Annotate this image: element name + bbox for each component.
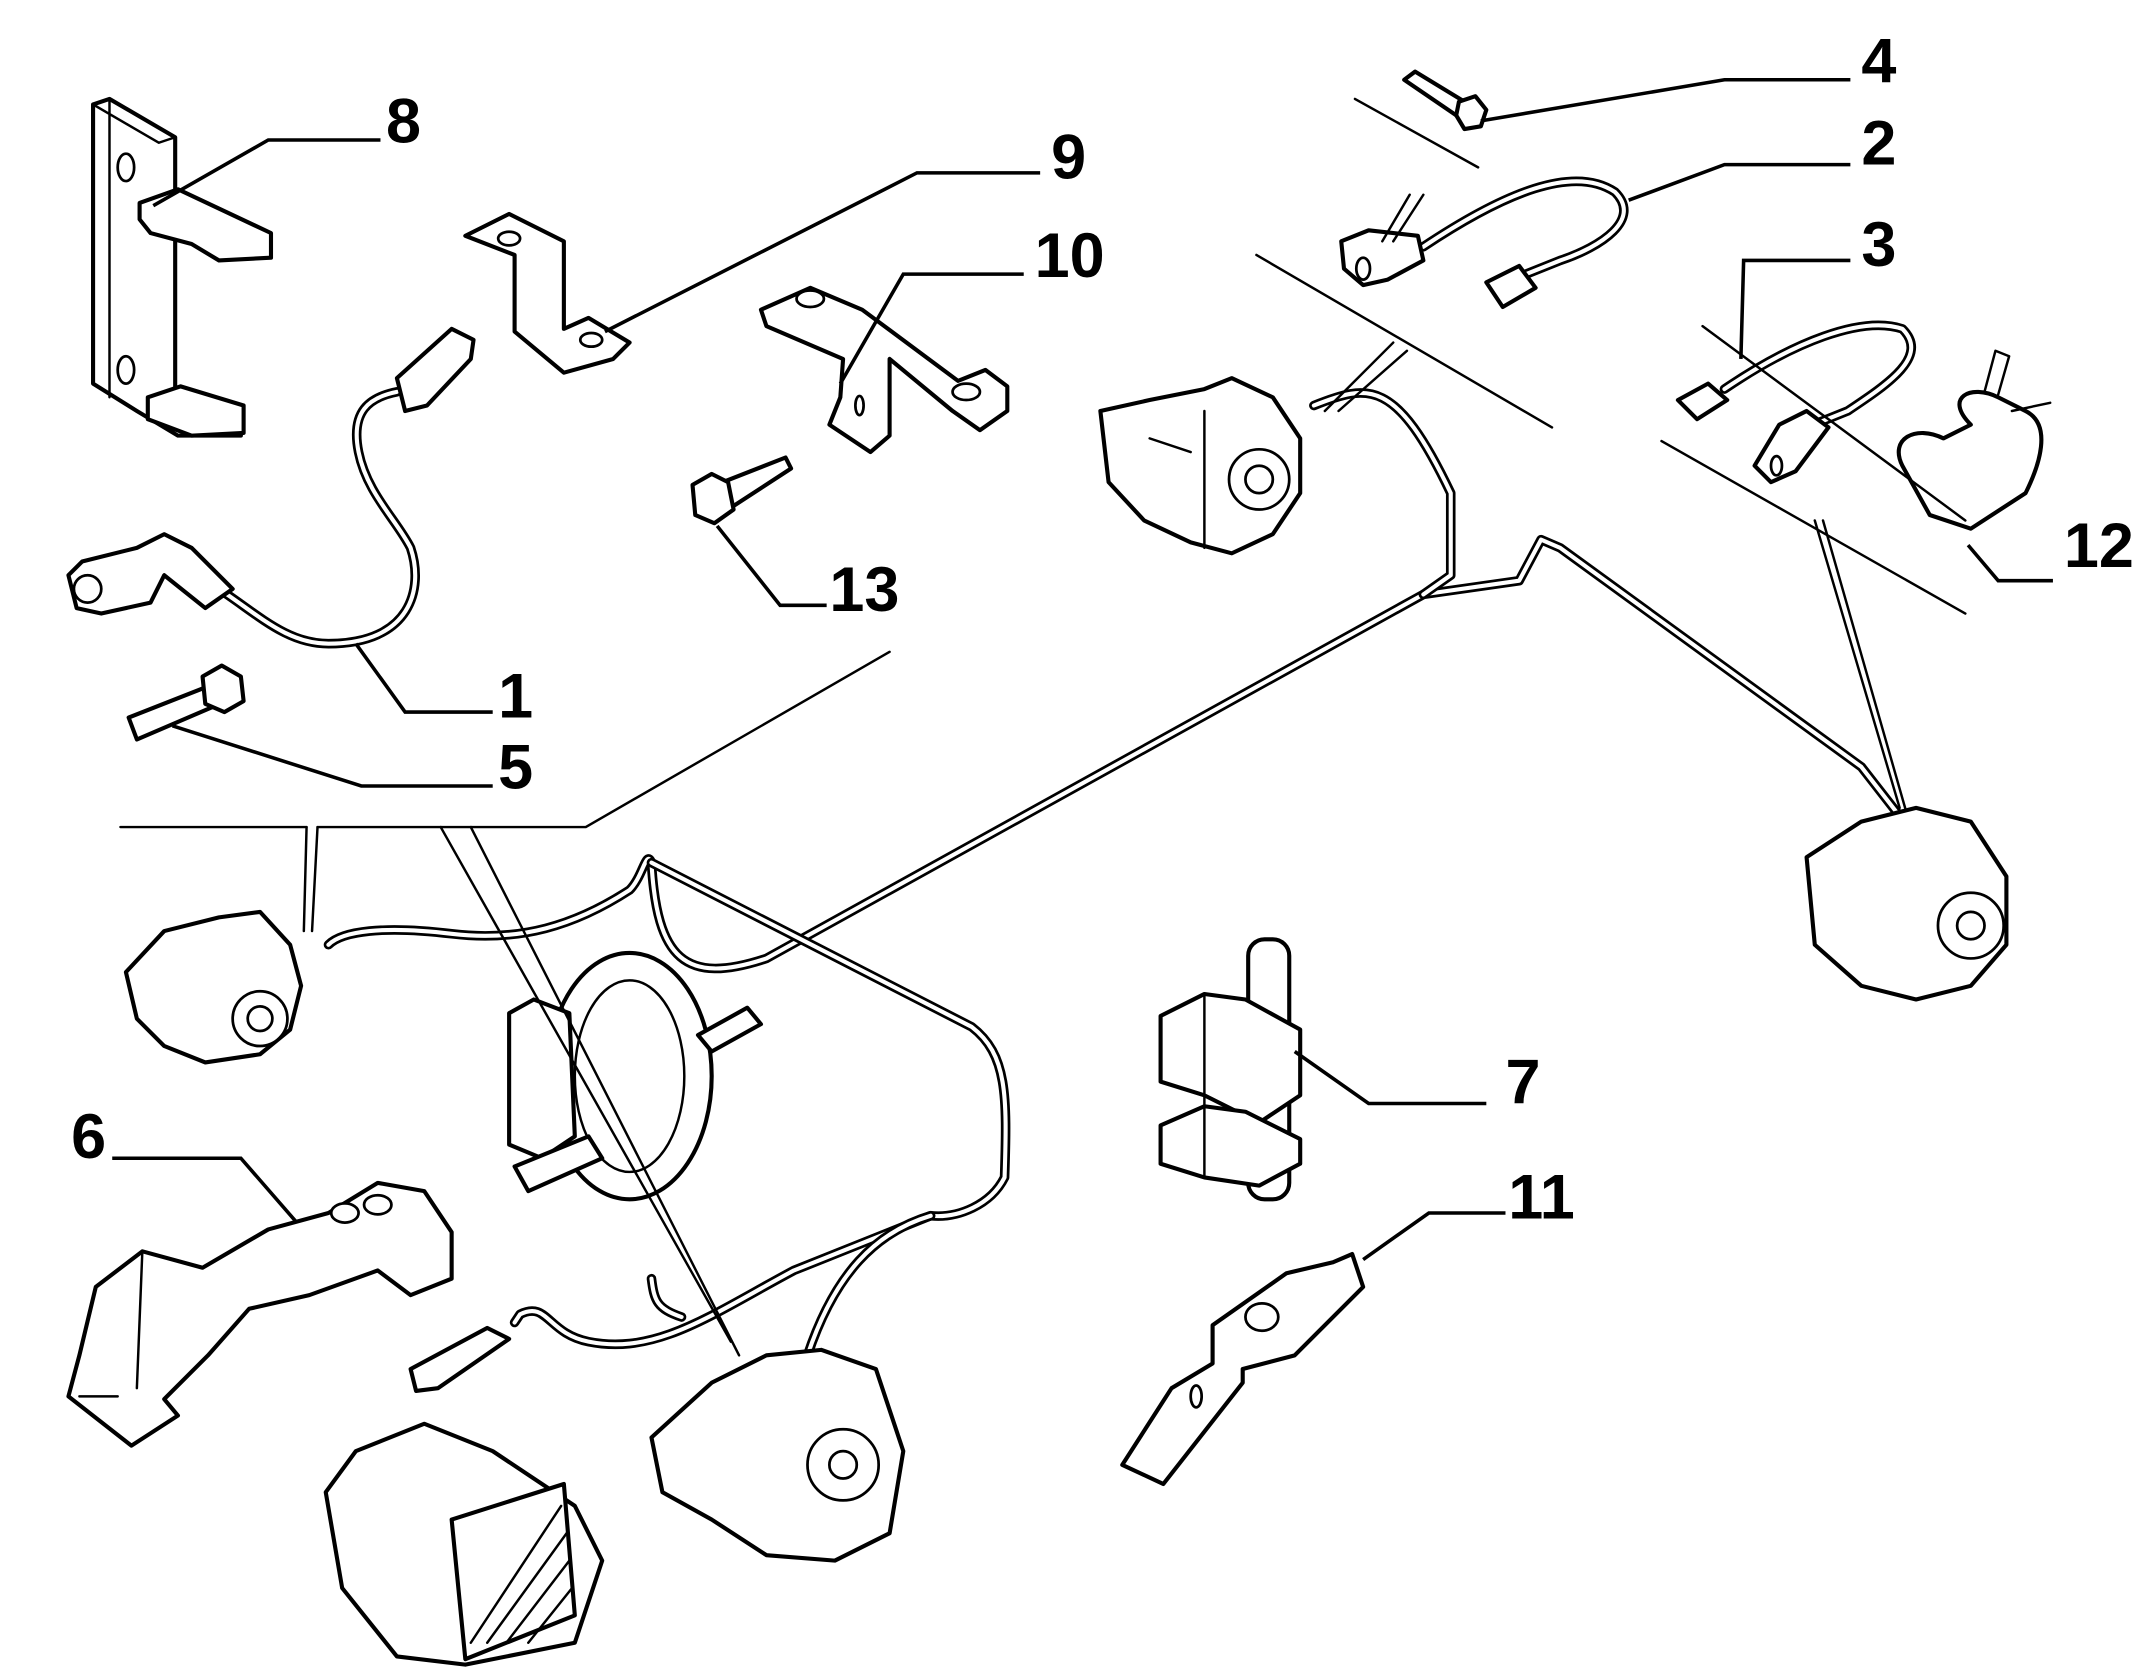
callout-12[interactable]: 12 (2064, 511, 2134, 581)
part-11-plate[interactable] (1120, 1252, 1366, 1487)
rear-right-caliper-assembly (1804, 805, 2009, 1002)
part-7-clip-block[interactable] (1158, 937, 1303, 1202)
part-10-bracket[interactable] (758, 285, 1010, 455)
callout-13[interactable]: 13 (829, 555, 899, 625)
leader-lines (112, 78, 2053, 1261)
part-4-bolt[interactable] (1402, 69, 1489, 132)
callout-8[interactable]: 8 (386, 87, 421, 157)
part-8-bracket[interactable] (91, 96, 274, 438)
callout-7[interactable]: 7 (1505, 1048, 1540, 1118)
callout-9[interactable]: 9 (1051, 122, 1086, 192)
front-left-caliper-assembly (123, 909, 304, 1065)
callout-5[interactable]: 5 (498, 733, 533, 803)
part-9-bracket[interactable] (463, 211, 632, 375)
guide-lines (119, 97, 1967, 1357)
callout-10[interactable]: 10 (1035, 221, 1105, 291)
callout-3[interactable]: 3 (1861, 210, 1896, 280)
callout-1[interactable]: 1 (498, 662, 533, 732)
part-2-hose[interactable] (1339, 176, 1629, 310)
part-12-clip[interactable] (1896, 349, 2052, 531)
callout-11[interactable]: 11 (1508, 1162, 1575, 1232)
part-1-abs-sensor[interactable] (66, 326, 476, 649)
part-5-bolt[interactable] (126, 663, 246, 742)
brake-pipes (323, 388, 1905, 1388)
callout-2[interactable]: 2 (1861, 109, 1896, 179)
part-6-abs-bracket[interactable] (66, 1180, 454, 1448)
callout-6[interactable]: 6 (71, 1102, 106, 1172)
callout-4[interactable]: 4 (1861, 27, 1896, 97)
part-3-hose[interactable] (1675, 320, 1916, 485)
front-right-caliper-assembly (1098, 376, 1303, 556)
rear-left-caliper-assembly (649, 1347, 906, 1563)
brake-booster-assembly (507, 950, 764, 1202)
abs-modulator-unit (323, 1325, 605, 1667)
part-13-screw[interactable] (690, 455, 794, 526)
